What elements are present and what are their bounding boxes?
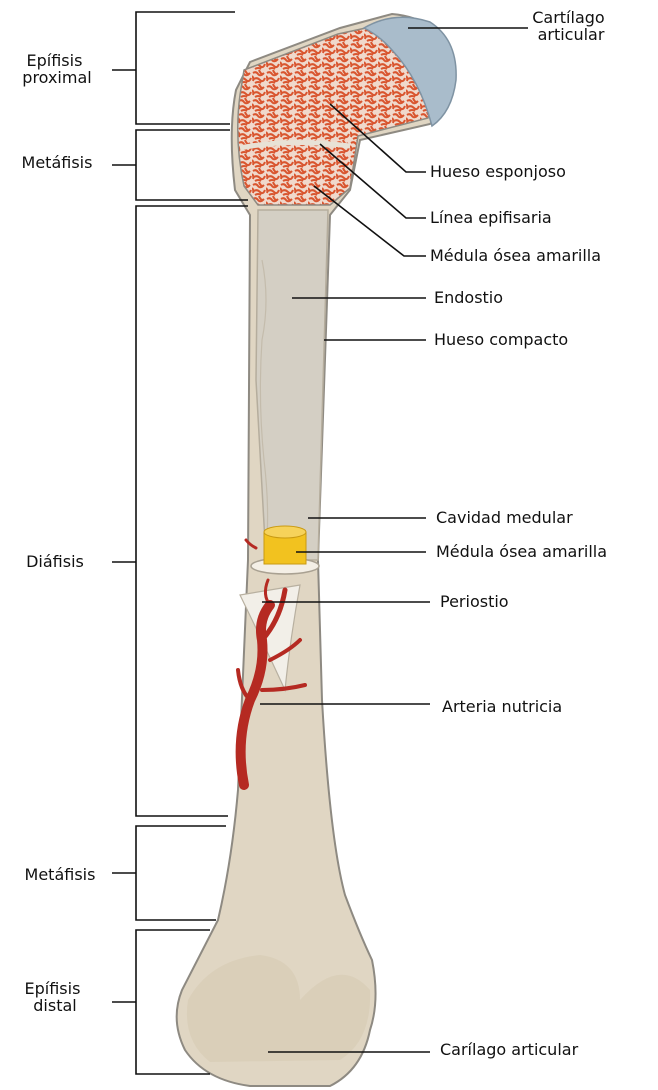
label-proximal-epiphysis: Epífisis proximal: [22, 51, 91, 87]
label-proximal-metaphysis: Metáfisis: [22, 153, 93, 172]
label-compact-bone: Hueso compacto: [434, 330, 568, 349]
label-articular-cartilage-bottom: Carílago articular: [440, 1040, 579, 1059]
bracket-diaphysis: [112, 206, 248, 816]
region-labels: Epífisis proximal Metáfisis Diáfisis Met…: [22, 51, 96, 1015]
part-labels: Cartílago articular Hueso esponjoso Líne…: [430, 8, 610, 1059]
label-yellow-marrow-plug: Médula ósea amarilla: [436, 542, 607, 561]
label-endosteum: Endostio: [434, 288, 503, 307]
bone-illustration: [177, 14, 456, 1086]
bracket-distal-metaphysis: [112, 826, 226, 920]
label-medullary-cavity: Cavidad medular: [436, 508, 573, 527]
label-distal-metaphysis: Metáfisis: [25, 865, 96, 884]
label-articular-cartilage-top: Cartílago articular: [532, 8, 610, 44]
label-distal-epiphysis: Epífisis distal: [25, 979, 86, 1015]
medullary-cavity: [256, 210, 328, 560]
label-spongy-bone: Hueso esponjoso: [430, 162, 566, 181]
label-epiphyseal-line: Línea epifisaria: [430, 208, 552, 227]
bracket-proximal-metaphysis: [112, 130, 248, 200]
label-periosteum: Periostio: [440, 592, 509, 611]
yellow-marrow-plug-top: [264, 526, 306, 538]
label-yellow-marrow-top: Médula ósea amarilla: [430, 246, 601, 265]
label-diaphysis: Diáfisis: [26, 552, 84, 571]
label-nutrient-artery: Arteria nutricia: [442, 697, 562, 716]
bracket-proximal-epiphysis: [112, 12, 235, 124]
